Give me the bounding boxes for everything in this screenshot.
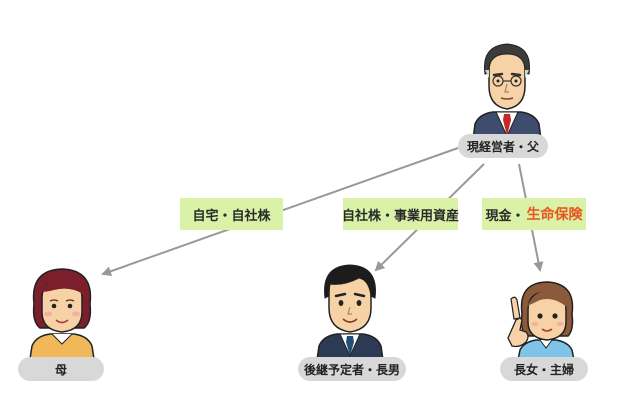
successor-label: 後継予定者・長男 [298, 357, 406, 381]
edge-label-to-daughter-highlight: 生命保険 [526, 207, 583, 223]
daughter-avatar [507, 281, 575, 360]
mother-avatar [29, 268, 95, 359]
mother-label: 母 [18, 357, 104, 381]
edge-label-to-daughter: 現金・生命保険 [482, 198, 586, 230]
father-avatar [472, 43, 542, 140]
edge-label-to-mother: 自宅・自社株 [180, 198, 283, 230]
father-label: 現経営者・父 [458, 134, 548, 158]
edge-label-to-daughter-prefix: 現金・ [485, 208, 525, 224]
daughter-label: 長女・主婦 [500, 357, 588, 381]
edge-label-to-successor: 自社株・事業用資産 [342, 198, 459, 230]
successor-avatar [316, 264, 384, 360]
